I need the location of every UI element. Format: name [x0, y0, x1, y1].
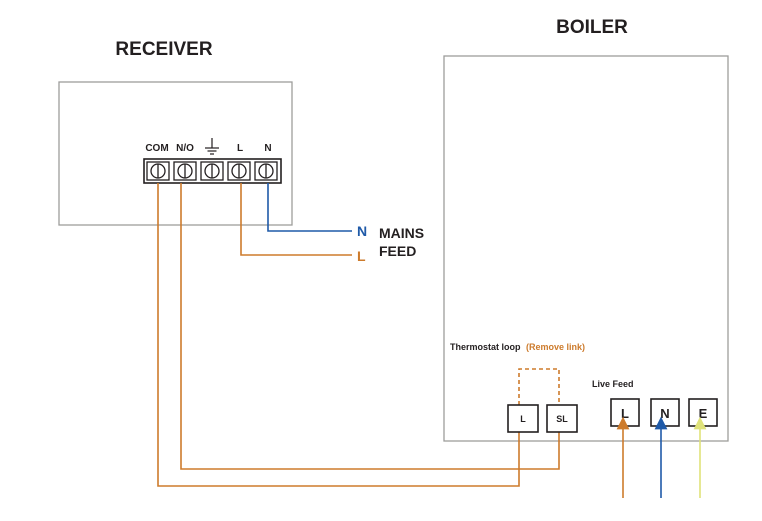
mains-live-wire — [240, 183, 352, 256]
live-feed-terminal-e-label: E — [699, 406, 708, 421]
thermostat-loop-label: Thermostat loop (Remove link) — [450, 342, 585, 352]
thermostat-terminal-l — [507, 404, 539, 433]
feed-label: FEED — [379, 243, 416, 259]
boiler-title: BOILER — [556, 17, 628, 38]
mains-neutral-wire — [267, 183, 352, 232]
terminal-label-l: L — [237, 143, 243, 154]
terminal-label-com: COM — [145, 143, 168, 154]
thermostat-link-dashed — [518, 368, 560, 405]
mains-n-letter: N — [357, 223, 367, 239]
receiver-box — [58, 81, 293, 226]
thermostat-terminal-sl-label: SL — [556, 414, 568, 424]
live-feed-terminal-l-label: L — [621, 406, 629, 421]
receiver-title: RECEIVER — [115, 39, 212, 60]
no-to-sl-wire — [180, 183, 560, 470]
thermostat-terminal-l-label: L — [520, 414, 526, 424]
earth-symbol-icon — [205, 138, 219, 155]
live-feed-terminal-n-label: N — [660, 406, 669, 421]
mains-label: MAINS — [379, 225, 424, 241]
com-to-l-wire — [157, 183, 520, 487]
live-feed-label: Live Feed — [592, 379, 634, 389]
terminal-label-no: N/O — [176, 143, 194, 154]
terminal-label-n: N — [264, 143, 271, 154]
terminal-block — [143, 158, 282, 184]
mains-l-letter: L — [357, 248, 366, 264]
boiler-box — [443, 55, 729, 442]
thermostat-terminal-sl — [546, 404, 578, 433]
